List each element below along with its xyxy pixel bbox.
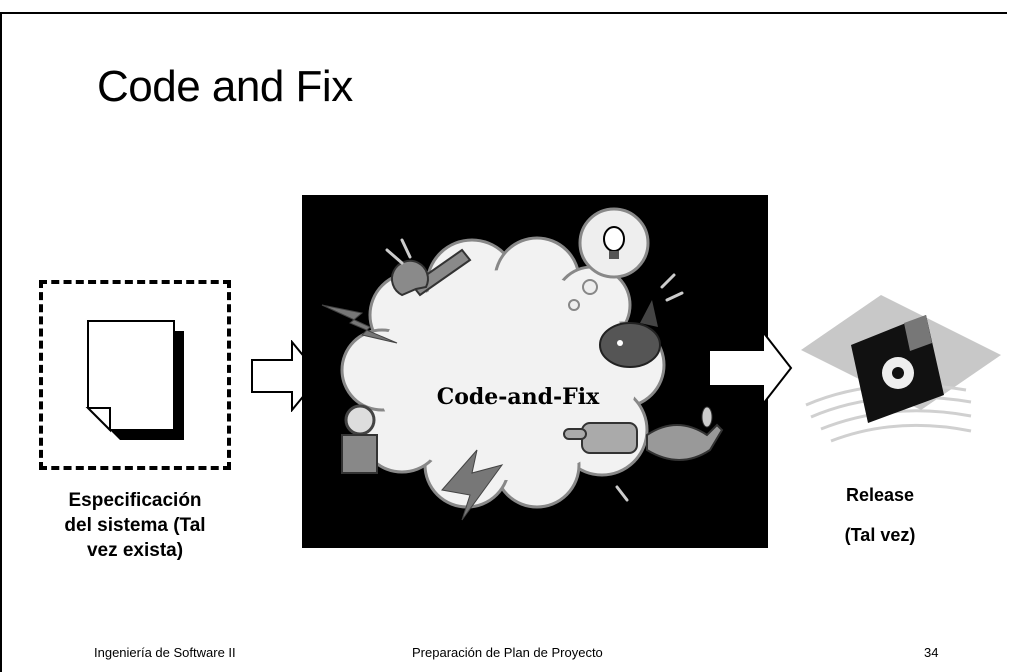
code-and-fix-image: Code-and-Fix — [302, 195, 768, 548]
release-label: Release — [845, 485, 915, 505]
slide-frame — [0, 12, 1007, 672]
spec-label-line1: Especificación — [68, 490, 202, 511]
spec-label-line2: del sistema (Tal — [64, 515, 206, 536]
arrow-right-icon — [708, 330, 793, 406]
spec-label-line3: vez exista) — [86, 540, 184, 561]
footer-topic: Preparación de Plan de Proyecto — [412, 645, 603, 660]
page-number: 34 — [924, 645, 939, 660]
floppy-disk-icon — [801, 295, 1001, 443]
slide-title: Code and Fix — [97, 62, 353, 111]
cloud-illustration — [321, 207, 724, 521]
footer-course: Ingeniería de Software II — [94, 645, 236, 660]
spec-label: Especificación del sistema (Tal vez exis… — [30, 488, 240, 563]
release-sublabel: (Tal vez) — [844, 525, 916, 545]
code-and-fix-label: Code-and-Fix — [436, 384, 600, 410]
spec-dashed-box — [39, 280, 231, 470]
document-icon — [85, 320, 184, 440]
